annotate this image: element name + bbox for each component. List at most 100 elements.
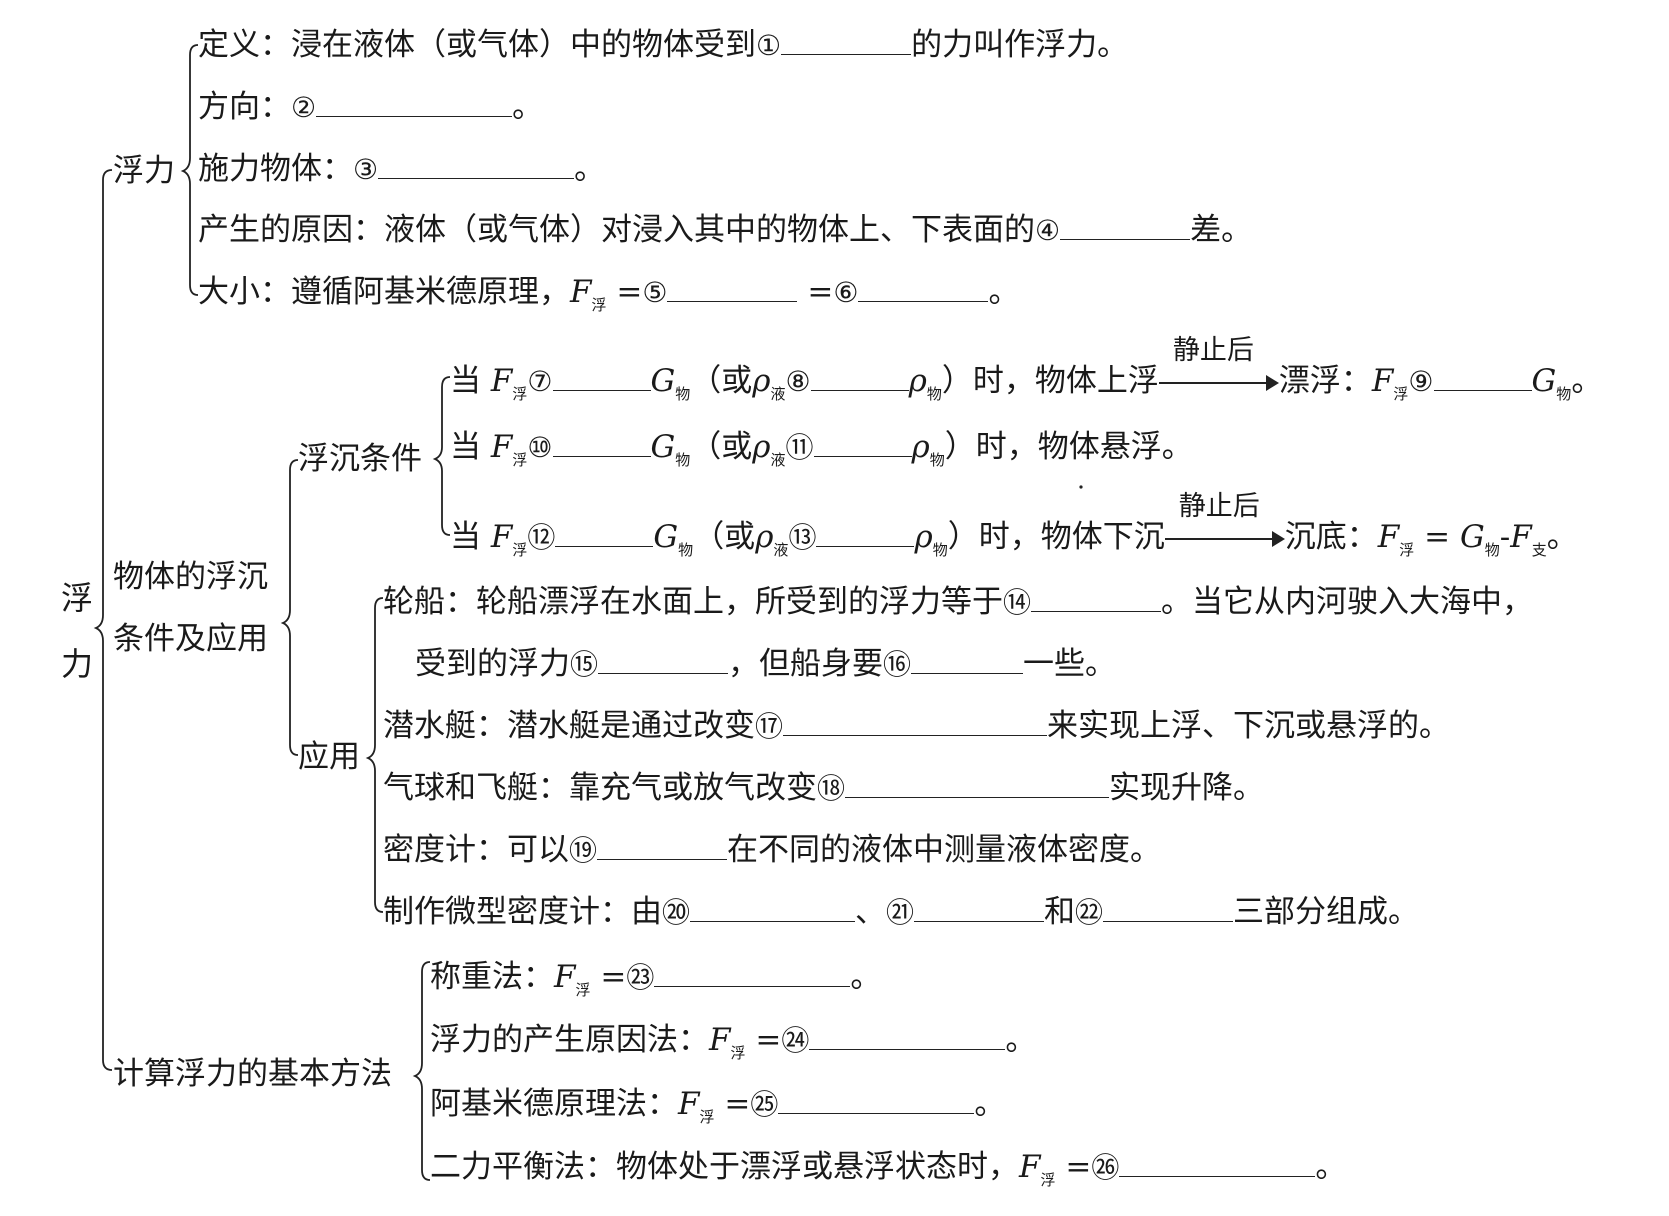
pressure-diff-text: 浮力的产生原因法： — [430, 1022, 709, 1058]
weighing-text: 称重法： — [430, 959, 554, 995]
blank-number-22: ㉒ — [1075, 896, 1104, 929]
period: 。 — [974, 1086, 1006, 1122]
make-text: 制作微型密度计：由 — [383, 894, 662, 930]
subscript-fu: 浮 — [591, 296, 607, 314]
blank-12[interactable] — [555, 524, 654, 547]
blank-22[interactable] — [1103, 899, 1234, 922]
subscript-fu: 浮 — [512, 385, 528, 403]
size-text-post: 。 — [988, 274, 1020, 310]
fuli-title: 浮力 — [113, 153, 175, 189]
blank-21[interactable] — [914, 899, 1045, 922]
arrow-label: 静止后 — [1178, 490, 1260, 522]
app-submarine: 潜水艇：潜水艇是通过改变⑰ 来实现上浮、下沉或悬浮的。 — [383, 709, 1450, 744]
balloon-text: 气球和飞艇：靠充气或放气改变 — [383, 770, 817, 806]
blank-number-25: ㉕ — [750, 1088, 779, 1121]
def-text: 定义：浸在液体（或气体）中的物体受到 — [198, 27, 756, 63]
blank-7[interactable] — [552, 368, 651, 391]
equals: = — [1424, 519, 1451, 555]
blank-number-13: ⑬ — [788, 521, 817, 554]
hydrometer-text-post: 在不同的液体中测量液体密度。 — [727, 832, 1162, 868]
subscript-fu: 浮 — [1393, 385, 1409, 403]
blank-number-1: ① — [756, 29, 782, 62]
symbol-G: G — [1459, 519, 1485, 555]
blank-8[interactable] — [810, 368, 909, 391]
blank-number-10: ⑩ — [527, 431, 553, 464]
subscript-fu: 浮 — [699, 1108, 715, 1126]
blank-5[interactable] — [667, 279, 798, 302]
period: 。 — [850, 959, 882, 995]
archimedes-text: 阿基米德原理法： — [430, 1086, 678, 1122]
blank-11[interactable] — [813, 434, 912, 457]
blank-3[interactable] — [378, 156, 575, 179]
blank-17[interactable] — [783, 713, 1048, 736]
subscript-wu: 物 — [678, 541, 694, 559]
dang: 当 — [450, 519, 481, 555]
arrow-label: 静止后 — [1172, 334, 1254, 366]
symbol-F: F — [709, 1022, 731, 1058]
cause-text-post: 差。 — [1190, 212, 1253, 248]
symbol-F: F — [490, 429, 513, 465]
blank-1[interactable] — [781, 32, 912, 55]
symbol-F: F — [554, 959, 576, 995]
calc-brace — [412, 961, 431, 1181]
calc-archimedes: 阿基米德原理法：F浮 =㉕。 — [430, 1087, 1005, 1134]
blank-number-17: ⑰ — [755, 710, 784, 743]
blank-number-20: ⑳ — [662, 896, 691, 929]
root-brace — [93, 169, 113, 1071]
source-text-post: 。 — [574, 151, 606, 187]
subscript-zhi: 支 — [1531, 541, 1547, 559]
blank-9[interactable] — [1433, 368, 1532, 391]
blank-20[interactable] — [690, 899, 856, 922]
subscript-wu: 物 — [929, 451, 945, 469]
blank-14[interactable] — [1031, 589, 1162, 612]
symbol-rho: ρ — [914, 519, 933, 555]
blank-23[interactable] — [654, 964, 851, 987]
symbol-G: G — [653, 519, 679, 555]
blank-13[interactable] — [816, 524, 915, 547]
blank-19[interactable] — [597, 837, 728, 860]
equals: = — [1065, 1149, 1092, 1185]
dang: 当 — [450, 363, 481, 399]
blank-18[interactable] — [845, 775, 1110, 798]
symbol-G: G — [650, 363, 676, 399]
blank-number-7: ⑦ — [527, 365, 553, 398]
subscript-fu: 浮 — [1399, 541, 1415, 559]
blank-4[interactable] — [1060, 217, 1191, 240]
make-text-post: 三部分组成。 — [1233, 894, 1420, 930]
calc-weighing: 称重法：F浮 =㉓。 — [430, 960, 881, 1007]
blank-26[interactable] — [1119, 1154, 1316, 1177]
decorative-dot — [1079, 485, 1083, 489]
period: 。 — [1315, 1149, 1347, 1185]
blank-2[interactable] — [316, 94, 513, 117]
blank-15[interactable] — [598, 651, 729, 674]
blank-number-12: ⑫ — [527, 521, 556, 554]
blank-16[interactable] — [911, 651, 1024, 674]
app-title: 应用 — [298, 739, 360, 775]
blank-number-11: ⑪ — [785, 431, 814, 464]
period: 。 — [1005, 1022, 1037, 1058]
submarine-text: 潜水艇：潜水艇是通过改变 — [383, 708, 755, 744]
fuli-brace — [180, 44, 199, 296]
equals: = — [616, 274, 643, 310]
subscript-fu: 浮 — [1040, 1171, 1056, 1189]
blank-number-23: ㉓ — [626, 961, 655, 994]
ship-text-post: 。当它从内河驶入大海中， — [1161, 584, 1534, 620]
subscript-wu: 物 — [675, 451, 691, 469]
blank-6[interactable] — [858, 279, 989, 302]
blank-25[interactable] — [778, 1091, 975, 1114]
symbol-G: G — [1531, 363, 1557, 399]
submarine-text-post: 来实现上浮、下沉或悬浮的。 — [1047, 708, 1451, 744]
blank-number-19: ⑲ — [569, 834, 598, 867]
blank-number-2: ② — [291, 91, 317, 124]
subscript-fu: 浮 — [512, 541, 528, 559]
blank-24[interactable] — [809, 1027, 1006, 1050]
or-paren: （或 — [693, 519, 756, 555]
blank-10[interactable] — [552, 434, 651, 457]
blank-number-24: ㉔ — [781, 1024, 810, 1057]
